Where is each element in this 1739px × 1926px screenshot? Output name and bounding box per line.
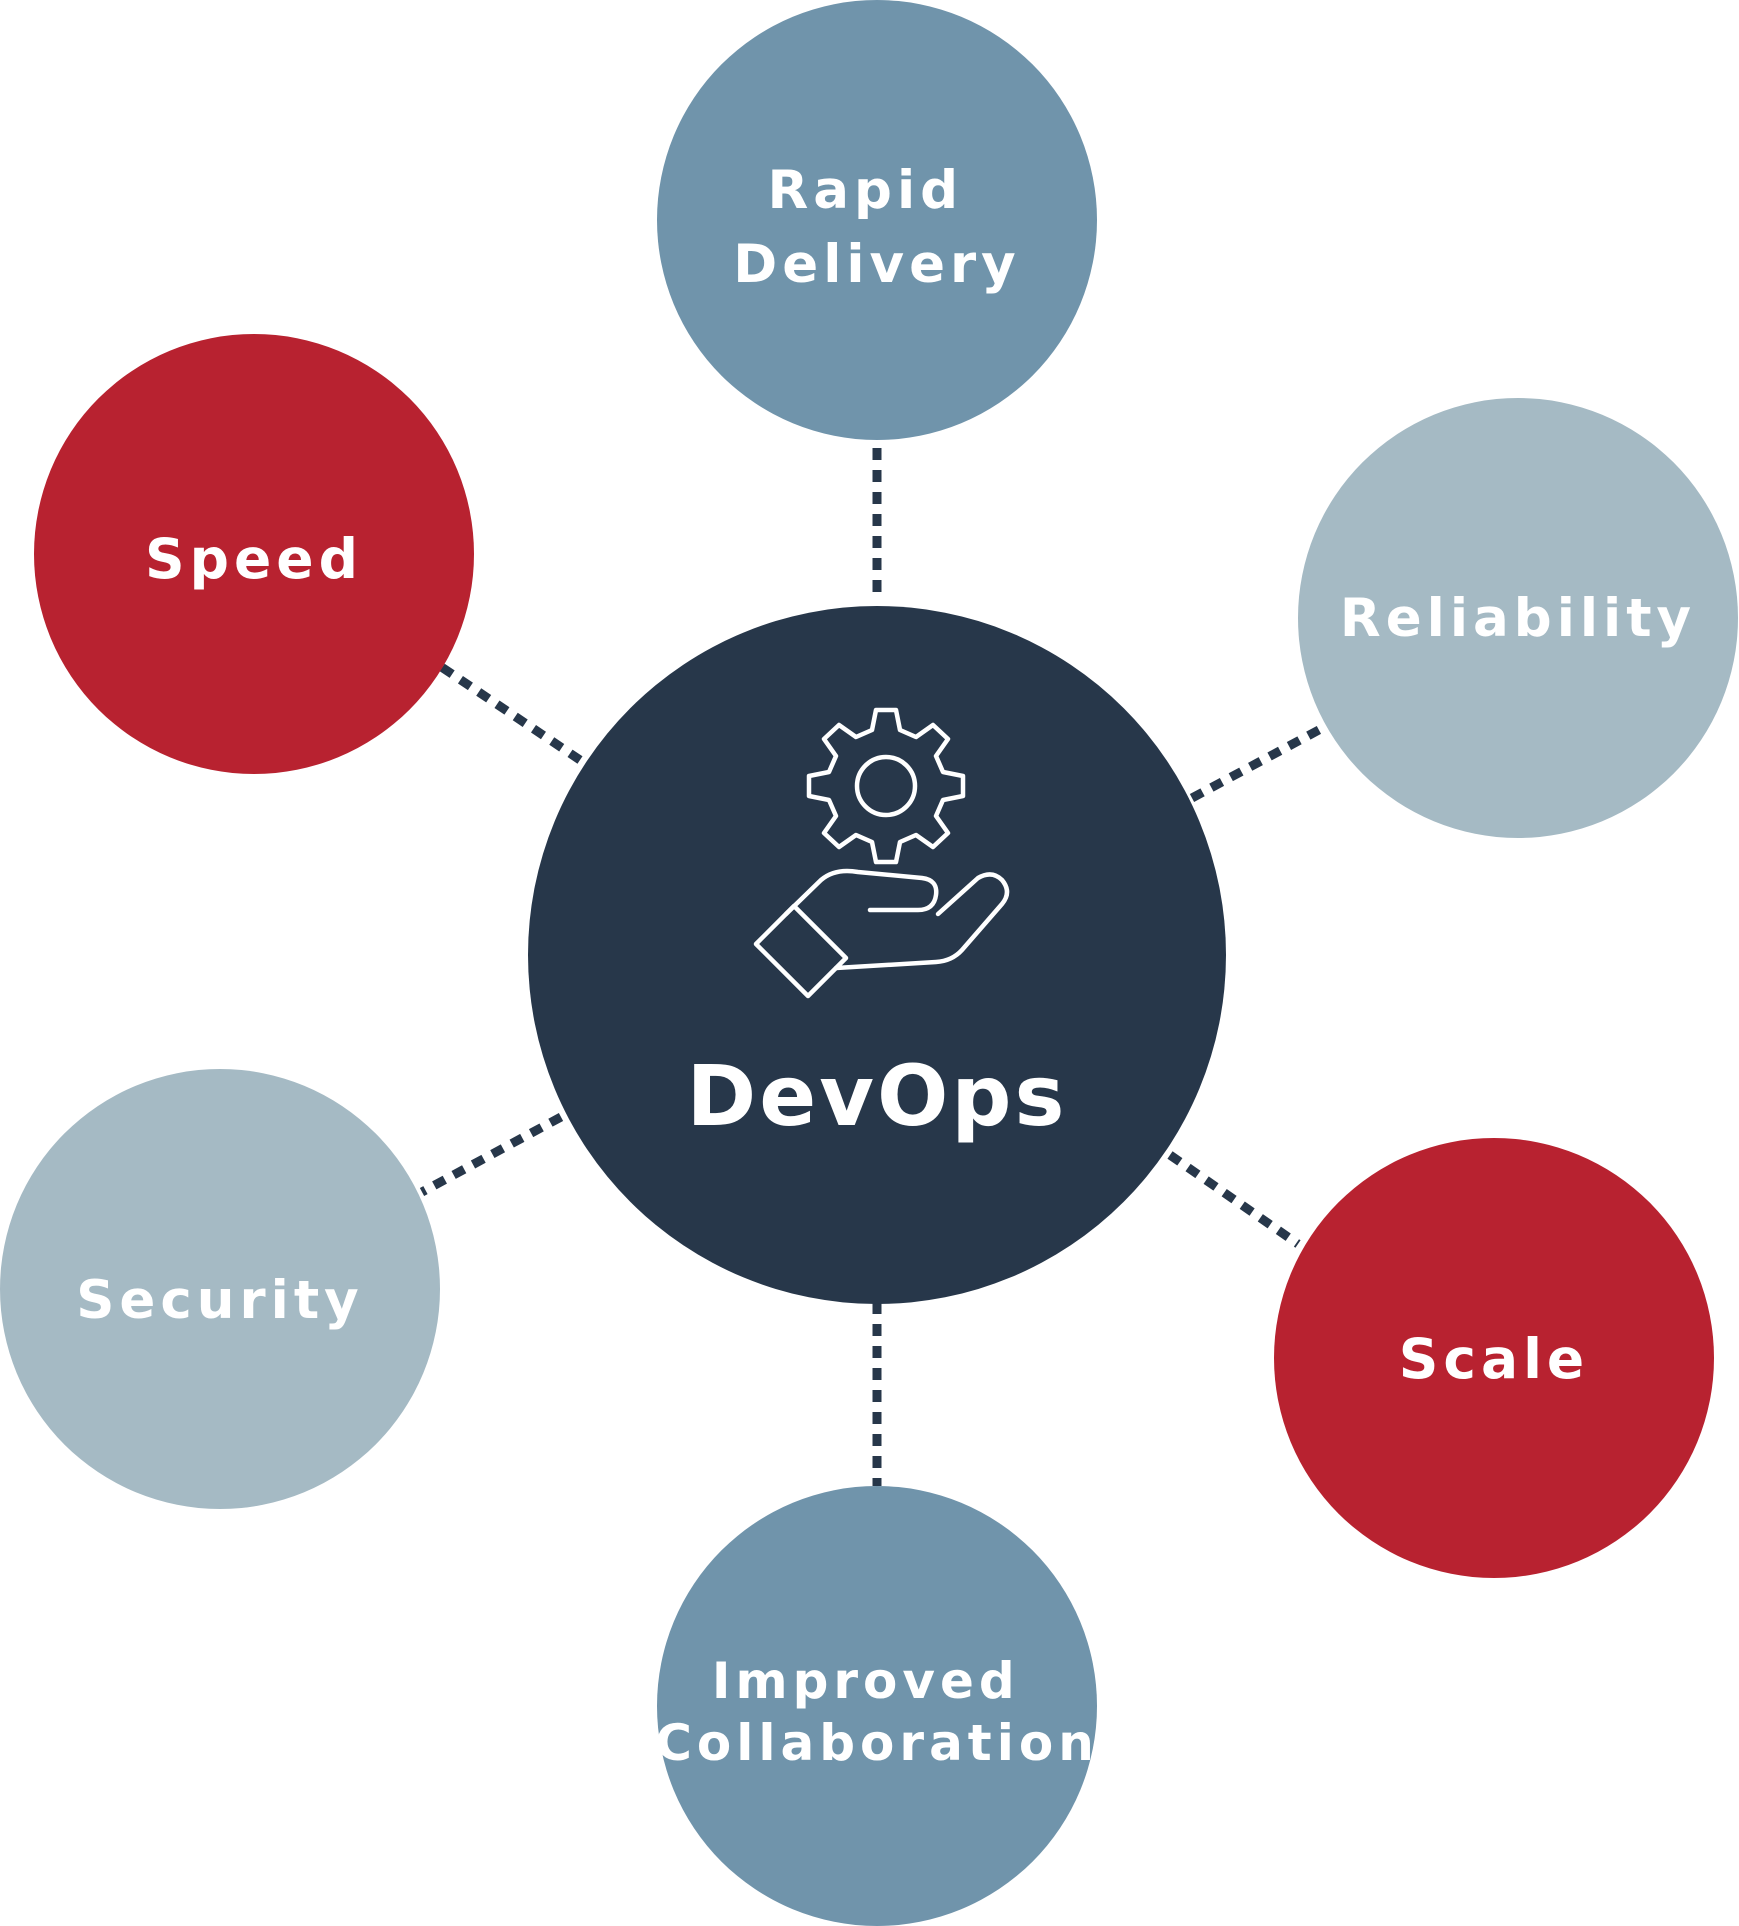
hand-icon [753, 868, 1010, 999]
connector-reliability [1189, 720, 1333, 802]
node-reliability: Reliability [1298, 398, 1738, 838]
node-scale: Scale [1274, 1138, 1714, 1578]
svg-text:Rapid Delivery: Rapid Delivery [733, 160, 1020, 295]
node-label: Reliability [1340, 588, 1696, 649]
node-label-line: Improved [712, 1652, 1020, 1710]
hub: DevOps [528, 606, 1226, 1304]
node-circle [657, 1486, 1097, 1926]
node-label-line: Delivery [733, 234, 1020, 295]
hub-circle [528, 606, 1226, 1304]
node-label: Speed [145, 527, 363, 591]
hub-label: DevOps [687, 1047, 1068, 1145]
node-circle [1298, 398, 1738, 838]
node-rapid-delivery: Rapid Delivery [657, 0, 1097, 440]
connector-speed [437, 662, 583, 764]
node-security: Security [0, 1069, 440, 1509]
connector-scale [1167, 1151, 1301, 1248]
connectors [419, 448, 1333, 1486]
connector-security [419, 1113, 564, 1196]
node-circle [657, 0, 1097, 440]
node-label: Security [76, 1270, 363, 1331]
node-circle [0, 1069, 440, 1509]
node-label: Scale [1399, 1327, 1589, 1391]
node-improved-collaboration: Improved Collaboration [655, 1486, 1099, 1926]
node-circle [34, 334, 474, 774]
node-speed: Speed [34, 334, 474, 774]
gear-icon [806, 707, 966, 865]
node-label-line: Rapid [767, 160, 963, 221]
node-label-line: Collaboration [655, 1714, 1099, 1772]
svg-text:Improved Collaboration: Improved Collaboration [655, 1652, 1099, 1772]
node-circle [1274, 1138, 1714, 1578]
